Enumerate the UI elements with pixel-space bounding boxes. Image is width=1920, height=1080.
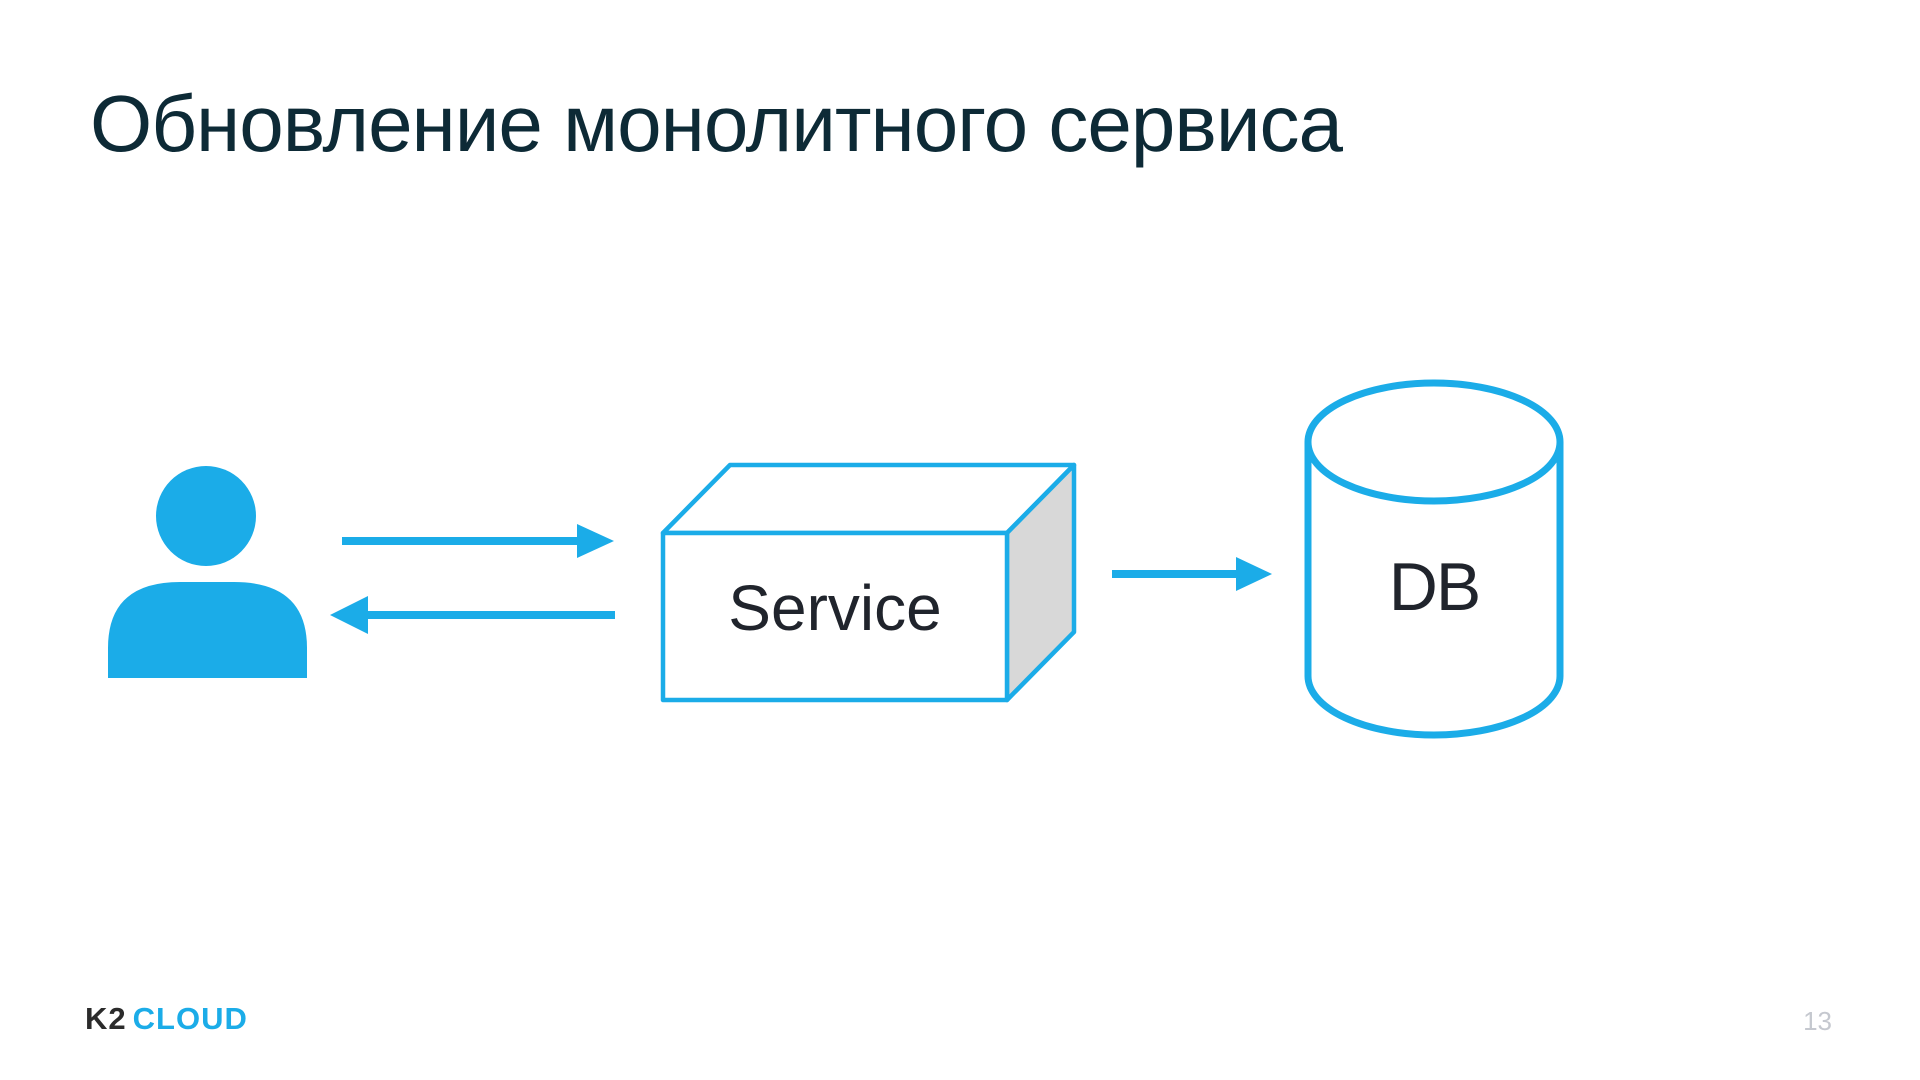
service-label: Service [728,572,941,644]
slide-title: Обновление монолитного сервиса [90,79,1343,168]
service-box-top-face [660,462,1077,536]
response-arrow-icon [330,596,615,634]
logo-cloud-text: CLOUD [132,1001,248,1036]
person-body [108,582,307,678]
person-head [156,466,256,566]
db-cylinder-icon: DB [1304,379,1564,739]
db-cylinder-body [1304,442,1564,739]
db-cylinder-top [1304,379,1564,505]
service-box: Service [660,462,1077,703]
logo-k2-text: K2 [85,1001,127,1036]
db-label: DB [1389,549,1479,625]
service-box-front-face [660,530,1010,703]
service-to-db-arrow-icon [1112,557,1272,591]
user-person-icon [108,466,307,678]
page-number: 13 [1803,1006,1832,1036]
request-arrow-icon [342,524,614,558]
